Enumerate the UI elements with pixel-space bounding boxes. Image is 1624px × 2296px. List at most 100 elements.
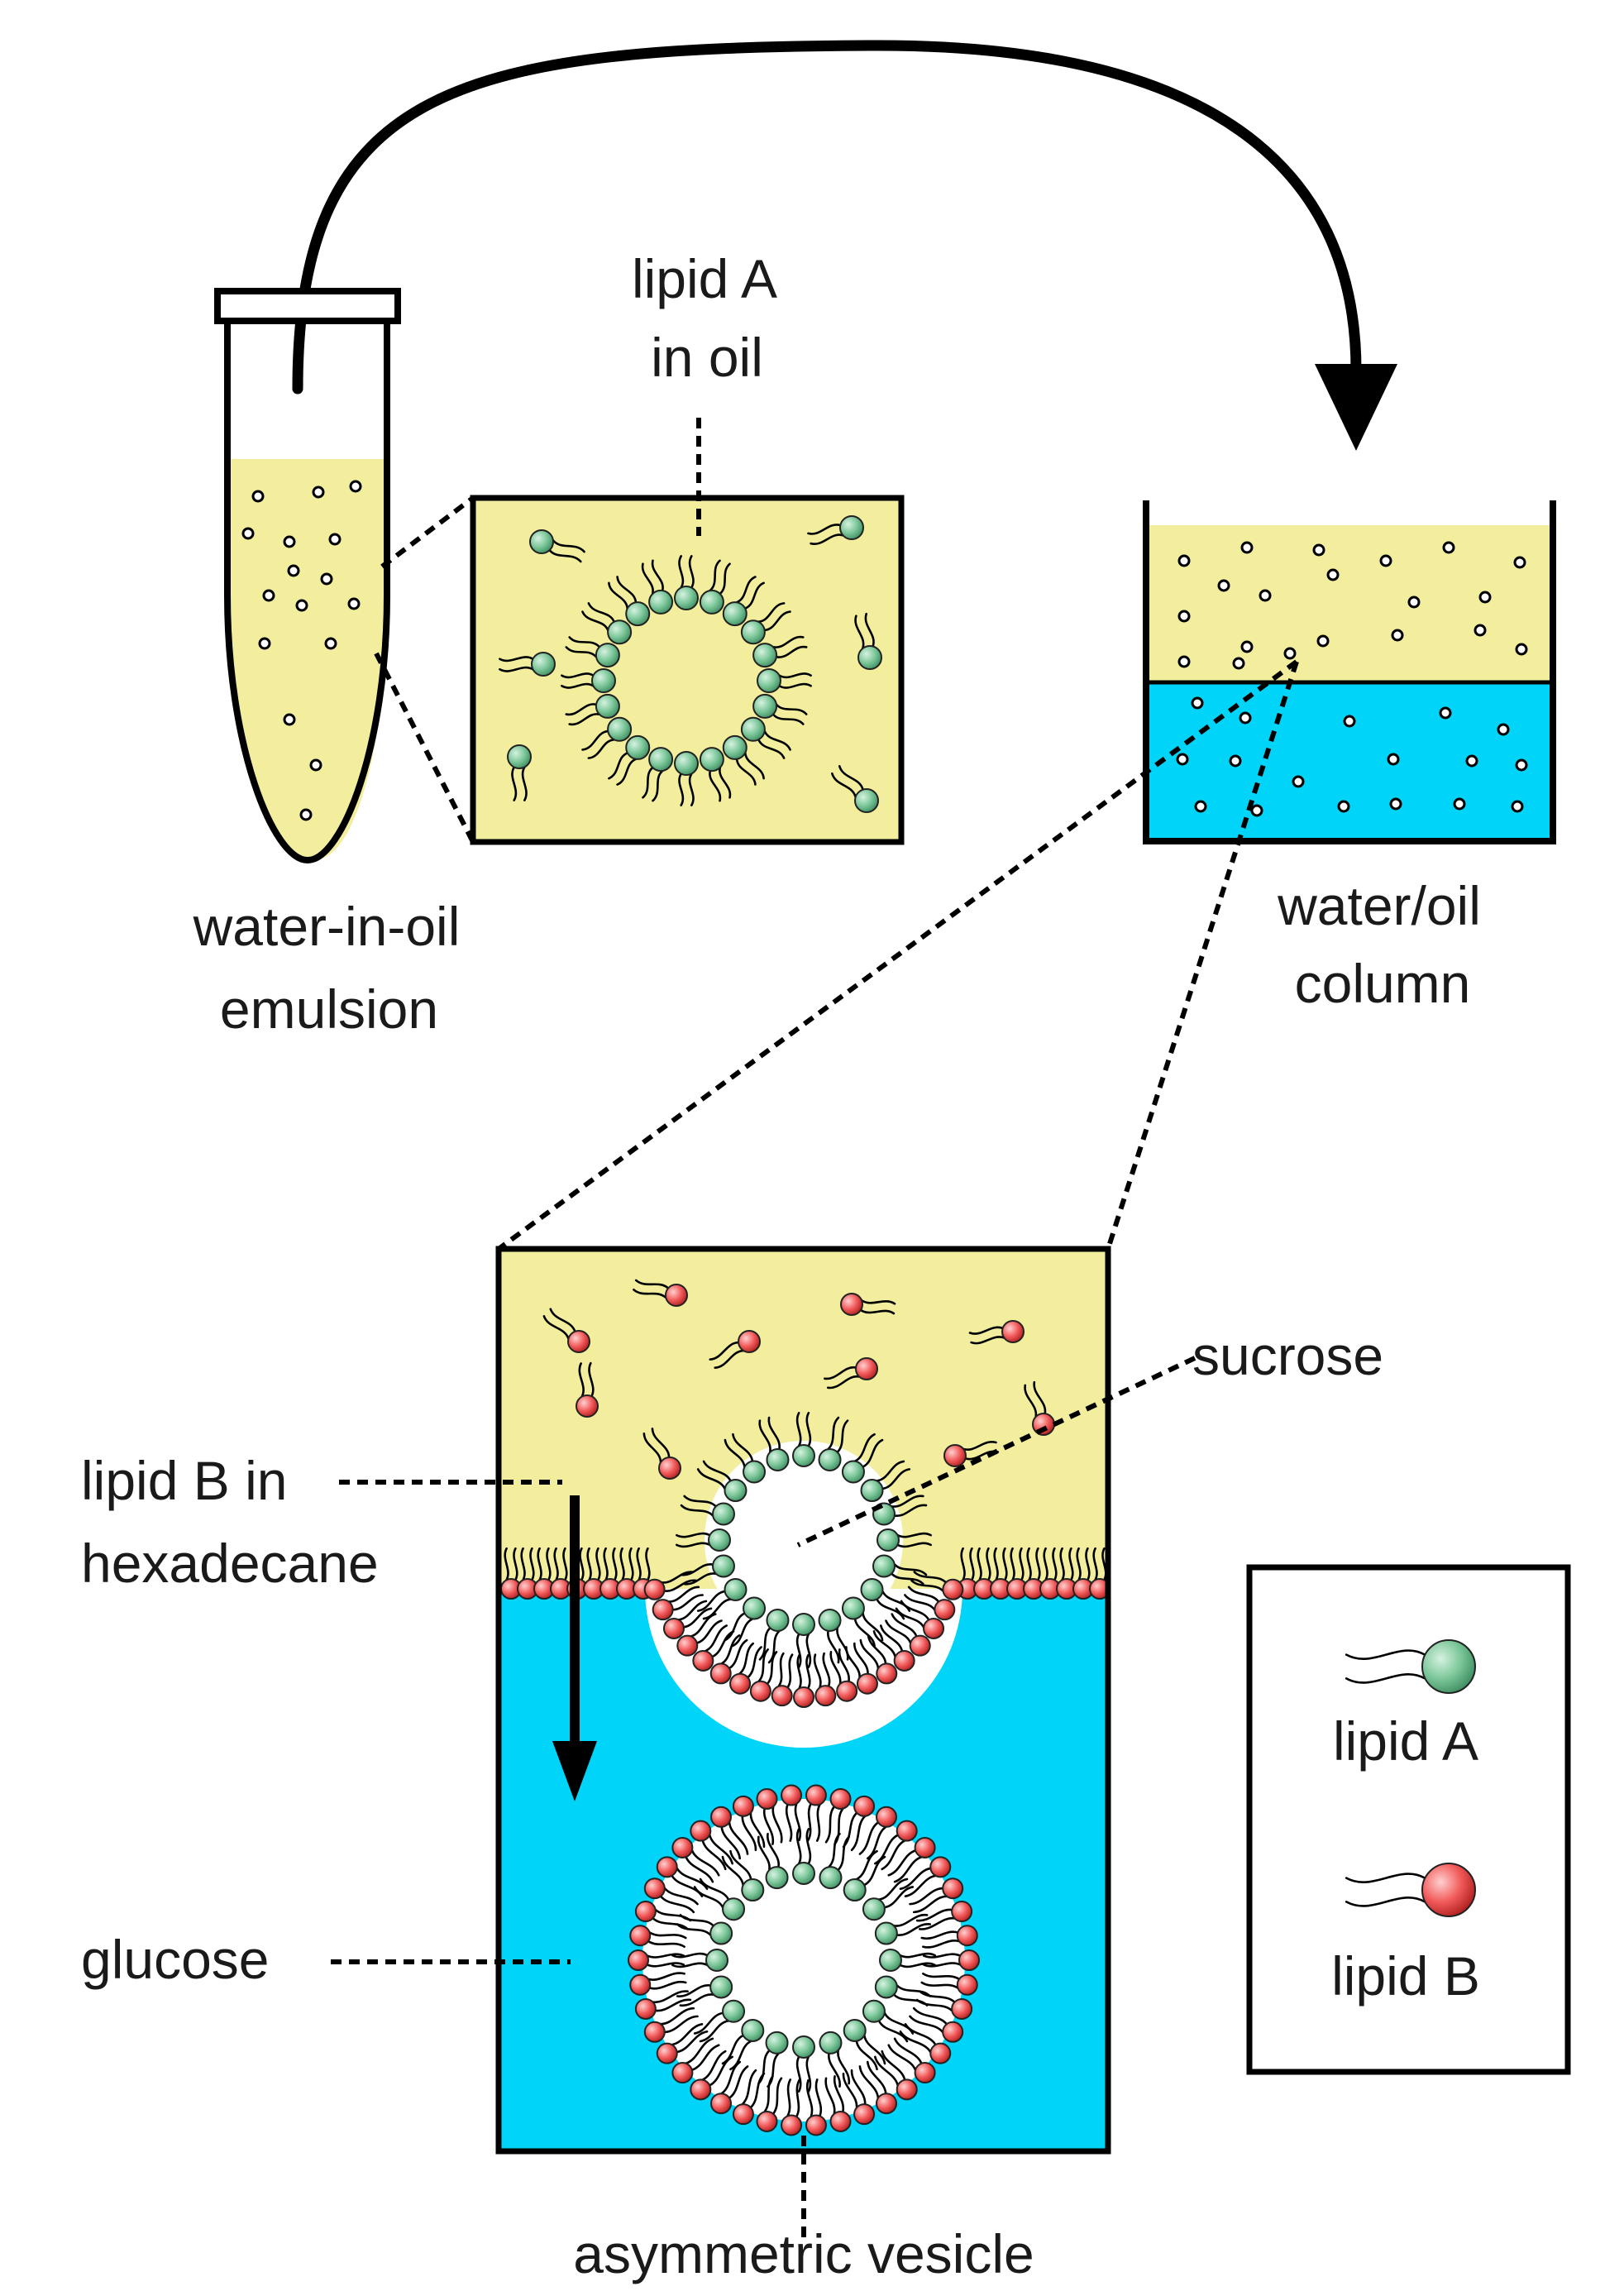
lipid-a-molecule [642,747,674,802]
lipidB-label-line1: lipid B in [81,1450,287,1511]
lipid-a-molecule [1345,1639,1476,1694]
lipid-b-molecule [633,1279,688,1307]
droplet [1343,715,1356,728]
lipid-b-molecule [542,1308,590,1353]
lipid-b-molecule [874,1820,918,1871]
lipid-b-molecule [904,1586,956,1621]
droplet [1259,589,1272,602]
droplet [1511,800,1524,813]
droplet [1337,800,1350,813]
lipid-a-molecule [674,555,699,610]
lipid-b-molecule [629,1925,687,1948]
lipid-b-molecule [805,1784,827,1842]
lipid-b-molecule [793,1653,814,1708]
droplet [1442,541,1455,554]
lipid-a-molecule [843,1849,886,1902]
lipid-a-molecule [565,636,620,668]
droplet [1326,568,1340,581]
droplet [1513,556,1526,569]
lipid-b-molecule [915,1990,973,2020]
lipid-b-molecule [709,1330,761,1369]
droplet [1229,754,1242,768]
lipid-a-molecule [860,1460,911,1503]
lipid-b-molecule [517,1547,538,1600]
droplet [251,490,265,503]
droplet [1515,758,1528,772]
droplet [1497,723,1510,736]
droplet [1465,754,1478,768]
lipid-b-molecule [858,2060,897,2115]
lipid-b-molecule [781,1784,803,1842]
lipid-b-molecule [824,1357,878,1390]
lipid-a-molecule [680,1554,735,1586]
droplet [1191,696,1204,710]
droplet [309,758,322,772]
lipidA-oil-label-line1: lipid A [632,248,777,309]
lipid-b-molecule [915,1901,973,1930]
emulsion-label-line1: water-in-oil [193,896,461,957]
lipid-b-molecule [671,2037,720,2084]
lipid-a-molecule [872,1554,928,1586]
lipid-a-molecule [879,1949,936,1972]
descent-arrow [552,1495,597,1801]
lipid-a-molecule [581,602,633,645]
droplet [262,589,275,602]
lipid-b-molecule [887,1836,936,1883]
column-zoom-lines [497,659,1299,1251]
lipid-a-molecule [699,747,732,802]
lipid-a-molecule [792,1828,815,1885]
droplet [1240,541,1254,554]
transfer-arrow [292,40,1397,451]
lipid-a-molecule [696,1460,748,1503]
lipid-a-molecule [792,1613,815,1668]
lipid-b-molecule [756,1788,783,1845]
lipid-b-molecule [690,2050,733,2101]
lipid-a-molecule [724,1596,767,1648]
droplet [283,713,296,726]
lipid-a-molecule [565,693,620,726]
lipid-b-molecule [634,1901,692,1930]
legend-lipid-a-icon [1345,1639,1476,1694]
lipid-a-molecule [819,1832,850,1890]
lipid-a-molecule [699,559,731,615]
lipid-b-molecule [1072,1547,1094,1600]
droplet [1283,647,1297,660]
lipid-b-molecule [845,1642,878,1695]
emulsion-inset [470,495,905,845]
column-label-line1: water/oil [1277,875,1481,936]
lipid-b-molecule [968,1320,1025,1345]
lipid-a-molecule [740,602,791,645]
lipid-b-molecule [662,1600,713,1639]
inset-reverse-micelle [499,515,882,813]
lipid-a-molecule [792,2035,815,2093]
lipid-a-molecule [841,1596,884,1648]
lipid-b-molecule [781,2078,803,2136]
legend: lipid A lipid B [1246,1564,1571,2075]
droplet [1217,579,1230,592]
lipid-b-molecule [920,1925,978,1949]
lipid-b-molecule [771,1652,794,1707]
droplet [283,535,296,548]
lipid-a-molecule [693,1877,746,1921]
droplet [1407,596,1421,609]
droplet [324,637,337,650]
lipid-a-molecule [874,1975,932,2007]
emulsion-label-line2: emulsion [220,978,438,1040]
droplet [1292,775,1305,788]
column-droplets [1176,541,1528,817]
droplet [1515,643,1528,656]
droplet [1250,804,1263,817]
lipid-b-molecule [652,1586,704,1621]
droplet [1312,543,1325,557]
lipid-a-molecule [757,1832,789,1890]
lipid-b-molecule [973,1547,995,1600]
lipidB-label-line2: hexadecane [81,1533,379,1594]
lipid-a-molecule [874,1914,932,1945]
emulsion-zoom-lines [374,495,475,844]
droplet [1478,591,1492,604]
lipid-a-molecule [581,716,633,759]
lipid-b-molecule [842,2069,876,2126]
lipid-a-molecule [561,668,616,693]
droplet [1389,797,1402,811]
lipid-b-molecule [910,1571,964,1600]
